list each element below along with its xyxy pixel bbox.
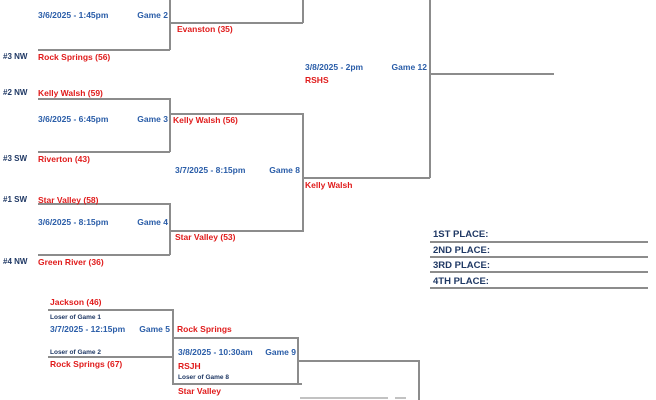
game2-bottom-seed: #3 NW bbox=[3, 52, 28, 61]
game3-top-seed: #2 NW bbox=[3, 88, 28, 97]
bracket-line bbox=[171, 113, 303, 115]
game5-date: 3/7/2025 - 12:15pm bbox=[50, 324, 126, 334]
game3-top-team: Kelly Walsh (59) bbox=[38, 88, 103, 98]
game9-bottom-source: Loser of Game 8 bbox=[178, 374, 229, 381]
first-place-label: 1ST PLACE: bbox=[433, 229, 489, 240]
game4-top-team: Star Valley (58) bbox=[38, 195, 99, 205]
game12-label: Game 12 bbox=[391, 62, 427, 72]
bracket-line bbox=[169, 98, 171, 152]
game2-label: Game 2 bbox=[137, 10, 168, 20]
bracket-line bbox=[169, 203, 171, 255]
third-place-label: 3RD PLACE: bbox=[433, 260, 491, 271]
bracket-line bbox=[430, 73, 554, 75]
fourth-place-label: 4TH PLACE: bbox=[433, 276, 489, 287]
bracket-line bbox=[169, 0, 171, 50]
bracket-line bbox=[172, 309, 174, 385]
game9-bottom-team: Star Valley bbox=[178, 386, 222, 396]
game4-top-seed: #1 SW bbox=[3, 195, 28, 204]
game9-venue: RSJH bbox=[178, 361, 201, 371]
first-place-line bbox=[430, 241, 648, 243]
bracket-line bbox=[48, 356, 173, 358]
bracket-line bbox=[303, 177, 430, 179]
second-place-label: 2ND PLACE: bbox=[433, 245, 491, 256]
bracket-line bbox=[38, 151, 170, 153]
game2-date: 3/6/2025 - 1:45pm bbox=[38, 10, 109, 20]
game8-winner: Kelly Walsh bbox=[305, 180, 353, 190]
bracket-line bbox=[48, 309, 173, 311]
fourth-place-line bbox=[430, 287, 648, 289]
second-place-line bbox=[430, 256, 648, 258]
game5-bottom-team: Rock Springs (67) bbox=[50, 359, 123, 369]
game3-winner: Kelly Walsh (56) bbox=[173, 115, 238, 125]
game12-venue: RSHS bbox=[305, 75, 329, 85]
game5-winner: Rock Springs bbox=[177, 324, 232, 334]
game2-bottom-team: Rock Springs (56) bbox=[38, 52, 111, 62]
game5-top-team: Jackson (46) bbox=[50, 297, 102, 307]
game5-bottom-source: Loser of Game 2 bbox=[50, 349, 101, 356]
game4-date: 3/6/2025 - 8:15pm bbox=[38, 217, 109, 227]
game12-date: 3/8/2025 - 2pm bbox=[305, 62, 364, 72]
bracket-line bbox=[298, 360, 419, 362]
bracket-line bbox=[429, 0, 431, 178]
game3-label: Game 3 bbox=[137, 114, 168, 124]
game8-date: 3/7/2025 - 8:15pm bbox=[175, 165, 246, 175]
bracket-line bbox=[171, 22, 303, 24]
game4-bottom-team: Green River (36) bbox=[38, 257, 104, 267]
game9-date: 3/8/2025 - 10:30am bbox=[178, 347, 253, 357]
game3-date: 3/6/2025 - 6:45pm bbox=[38, 114, 109, 124]
bracket-line bbox=[171, 230, 303, 232]
game2-winner: Evanston (35) bbox=[177, 24, 233, 34]
third-place-line bbox=[430, 271, 648, 273]
bracket-line bbox=[172, 337, 299, 339]
game5-top-source: Loser of Game 1 bbox=[50, 314, 101, 321]
bracket-line bbox=[38, 203, 170, 205]
bracket-line bbox=[302, 0, 304, 23]
bracket-line bbox=[38, 254, 170, 256]
clipped-text-fragment bbox=[300, 397, 388, 399]
game5-label: Game 5 bbox=[139, 324, 170, 334]
bracket-line bbox=[172, 383, 302, 385]
game3-bottom-team: Riverton (43) bbox=[38, 154, 90, 164]
game8-label: Game 8 bbox=[269, 165, 300, 175]
bracket-line bbox=[418, 360, 420, 400]
game4-bottom-seed: #4 NW bbox=[3, 257, 28, 266]
bracket-line bbox=[38, 49, 170, 51]
bracket-line bbox=[38, 98, 170, 100]
bracket-line bbox=[302, 113, 304, 232]
bracket-line bbox=[297, 337, 299, 385]
game3-bottom-seed: #3 SW bbox=[3, 154, 28, 163]
game4-label: Game 4 bbox=[137, 217, 168, 227]
game9-label: Game 9 bbox=[265, 347, 296, 357]
game4-winner: Star Valley (53) bbox=[175, 232, 236, 242]
clipped-text-fragment bbox=[395, 397, 406, 399]
